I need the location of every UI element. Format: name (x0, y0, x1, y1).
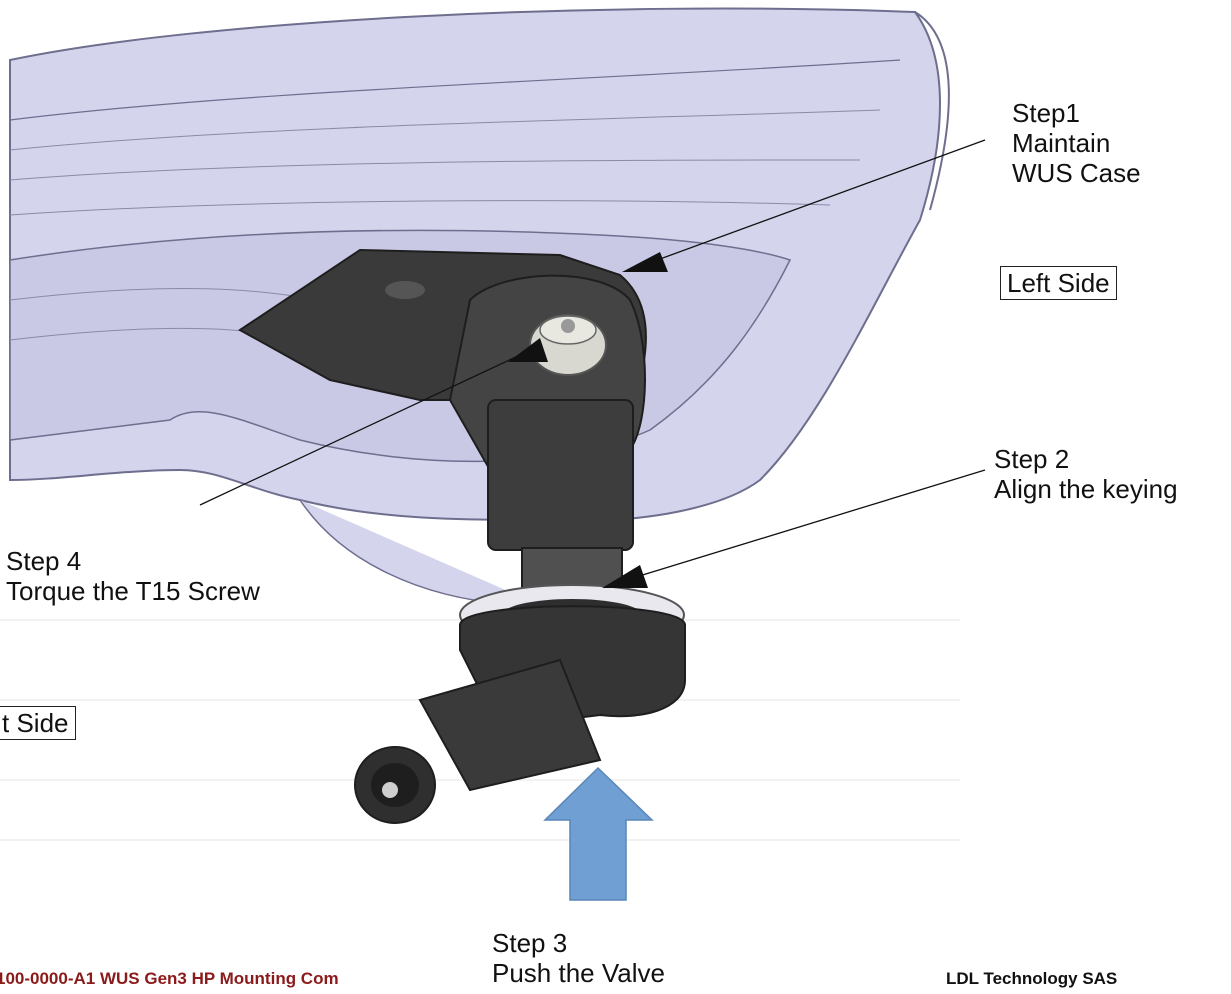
step1-leader (629, 139, 986, 271)
left-side-box: Left Side (1000, 266, 1117, 300)
step4-title: Step 4 (6, 546, 82, 576)
step2-arrowhead (602, 565, 648, 588)
push-arrow (543, 766, 654, 901)
arrowheads (508, 252, 668, 588)
step1-label: Step1 Maintain WUS Case (1012, 98, 1141, 188)
valve-assembly (354, 584, 686, 824)
step2-leader (609, 469, 986, 586)
step3-line2: Push the Valve (492, 958, 665, 988)
step3-label: Step 3 Push the Valve (492, 928, 665, 988)
footer-document-ref: 100-0000-A1 WUS Gen3 HP Mounting Com (0, 969, 339, 988)
leader-lines (199, 139, 986, 586)
t15-screw (529, 314, 607, 376)
step1-arrowhead (622, 252, 668, 272)
step4-label: Step 4 Torque the T15 Screw (6, 546, 260, 606)
step2-line2: Align the keying (994, 474, 1178, 504)
step4-leader (199, 354, 521, 506)
step1-title: Step1 (1012, 98, 1080, 128)
step3-title: Step 3 (492, 928, 568, 958)
right-side-box: t Side (0, 706, 76, 740)
step4-line2: Torque the T15 Screw (6, 576, 260, 606)
step2-label: Step 2 Align the keying (994, 444, 1178, 504)
step1-line3: WUS Case (1012, 158, 1141, 188)
step2-title: Step 2 (994, 444, 1070, 474)
step1-line2: Maintain (1012, 128, 1111, 158)
footer-company: LDL Technology SAS (946, 969, 1118, 988)
step4-arrowhead (508, 338, 548, 362)
